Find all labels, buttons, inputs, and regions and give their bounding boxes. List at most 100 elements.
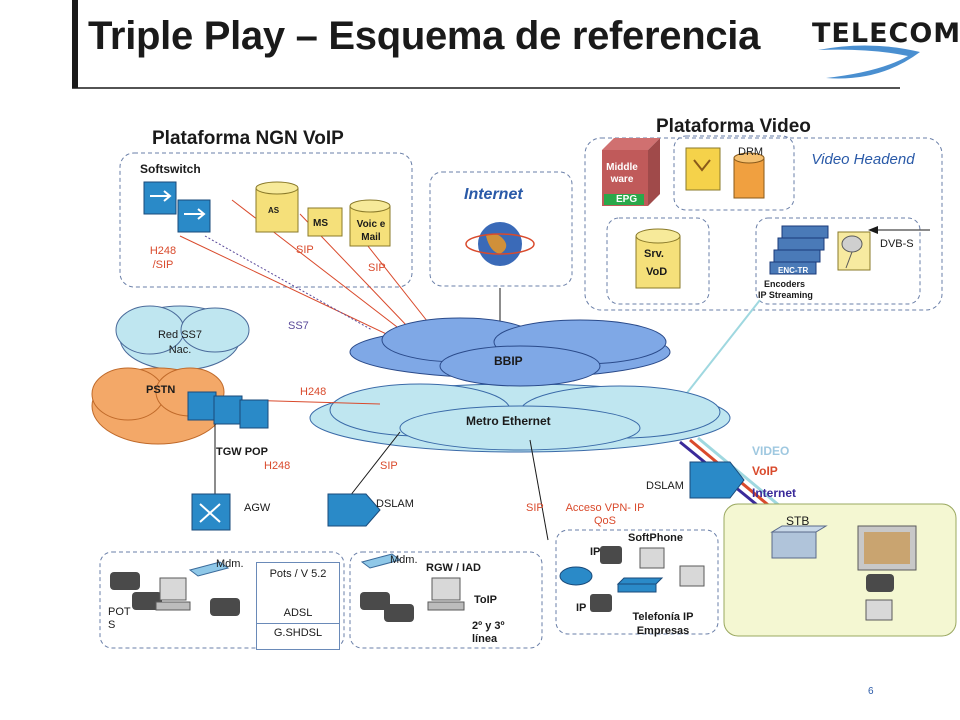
vpn-access-label: Acceso VPN- IP QoS xyxy=(565,502,645,528)
video-platform-title: Plataforma Video xyxy=(656,116,811,137)
voip-service-label: VoIP xyxy=(752,464,778,478)
phone-icon xyxy=(210,598,240,616)
ss7-network-label: Red SS7 Nac. xyxy=(157,329,203,357)
phone-icon xyxy=(110,572,140,590)
router-icon xyxy=(559,566,593,586)
softswitch-icon xyxy=(143,181,211,233)
ngn-platform-box xyxy=(119,152,413,288)
gshdsl-label: G.SHDSL xyxy=(273,627,323,639)
pots-label: POT S xyxy=(108,606,131,632)
computer-icon xyxy=(865,599,893,621)
computer-icon xyxy=(427,577,465,611)
tv-icon xyxy=(857,525,917,571)
phone-icon xyxy=(866,574,894,592)
computer-icon xyxy=(155,577,191,611)
video-service-label: VIDEO xyxy=(752,444,790,458)
vod-box xyxy=(606,217,710,305)
ss7-label: SS7 xyxy=(288,320,309,332)
h248-sip-label: H248 /SIP xyxy=(149,245,177,272)
softphone-label: SoftPhone xyxy=(628,532,683,544)
stb-icon xyxy=(770,525,828,559)
sip-label: SIP xyxy=(526,502,544,514)
ip-label: IP xyxy=(590,546,601,558)
encoders-box xyxy=(755,217,921,305)
vod-server-icon xyxy=(635,228,681,289)
ss7-cloud xyxy=(115,305,250,371)
divider xyxy=(257,623,339,624)
brand-swoosh-icon xyxy=(818,45,920,79)
dslam-icon xyxy=(689,461,745,499)
encoders-icon xyxy=(769,225,829,275)
video-platform-box xyxy=(584,137,943,311)
modem-label: Mdm. xyxy=(390,554,418,566)
dslam-icon xyxy=(327,493,381,527)
ip-phone-icon xyxy=(590,594,612,612)
ip-label: IP xyxy=(576,602,587,614)
srv-label: Srv. xyxy=(644,248,664,260)
agw-label: AGW xyxy=(244,502,271,514)
modem-icon xyxy=(188,561,230,577)
computer-icon xyxy=(639,547,665,569)
modem-icon xyxy=(360,553,402,569)
vod-label: VoD xyxy=(646,266,668,278)
phone-icon xyxy=(360,592,390,610)
voicemail-label: Voic e Mail xyxy=(356,219,386,243)
sip-label: SIP xyxy=(296,244,314,256)
epg-label: EPG xyxy=(616,194,638,205)
agw-icon xyxy=(191,493,231,531)
stb-label: STB xyxy=(786,514,810,528)
metro-ethernet-cloud xyxy=(309,383,731,453)
dvbs-label: DVB-S xyxy=(880,238,914,250)
globe-icon xyxy=(465,222,535,266)
internet-title: Internet xyxy=(464,186,523,203)
ip-phone-icon xyxy=(600,546,622,564)
dslam-link xyxy=(349,431,401,497)
drm-label: DRM xyxy=(738,146,764,158)
dslam-label: DSLAM xyxy=(376,498,414,510)
access-types-box: Pots / V 5.2 ADSL G.SHDSL xyxy=(256,562,340,650)
switch-icon xyxy=(616,577,664,593)
middleware-server-icon xyxy=(602,138,660,206)
h248-label: H248 xyxy=(300,386,327,398)
softswitch-label: Softswitch xyxy=(140,162,201,176)
adsl-label: ADSL xyxy=(283,607,313,619)
phone-icon xyxy=(132,592,162,610)
dvbs-arrowhead xyxy=(868,226,878,234)
encoder-tag: ENC-TR xyxy=(778,266,809,275)
vpn-link xyxy=(529,439,549,541)
line-label: 2º y 3º línea xyxy=(472,620,505,646)
h248-label: H248 xyxy=(264,460,291,472)
enterprise-customer-box xyxy=(555,529,719,635)
ip-telephony-label: Telefonía IP Empresas xyxy=(632,611,694,638)
pots-v52-label: Pots / V 5.2 xyxy=(269,568,327,580)
sip-label: SIP xyxy=(380,460,398,472)
as-server-icon xyxy=(255,181,299,233)
bbip-cloud xyxy=(349,317,671,387)
sip-label: SIP xyxy=(368,262,386,274)
left-rule xyxy=(72,0,78,88)
as-label: AS xyxy=(268,206,280,215)
ngn-platform-title: Plataforma NGN VoIP xyxy=(152,128,344,149)
toip-label: ToIP xyxy=(474,594,498,606)
video-headend-title: Video Headend xyxy=(811,151,915,168)
phone-icon xyxy=(384,604,414,622)
page-title: Triple Play – Esquema de referencia xyxy=(88,14,761,58)
computer-icon xyxy=(679,565,705,587)
brand-logo: TELECOM xyxy=(812,18,960,49)
internet-service-label: Internet xyxy=(752,486,797,500)
dslam-label: DSLAM xyxy=(646,480,684,492)
ms-label: MS xyxy=(313,218,328,229)
pstn-label: PSTN xyxy=(146,384,176,396)
metro-ethernet-label: Metro Ethernet xyxy=(466,414,551,428)
h248-line xyxy=(179,235,421,351)
tgw-pop-icon xyxy=(187,391,269,429)
rgw-iad-label: RGW / IAD xyxy=(426,562,481,574)
ip-streaming-label: IP Streaming xyxy=(758,290,813,300)
encoders-label: Encoders xyxy=(764,279,806,289)
video-customer-area xyxy=(723,503,957,637)
rgw-customer-box xyxy=(349,551,543,649)
ms-server-icon xyxy=(307,207,343,237)
page-number: 6 xyxy=(868,686,874,697)
satellite-dish-icon xyxy=(837,231,871,271)
